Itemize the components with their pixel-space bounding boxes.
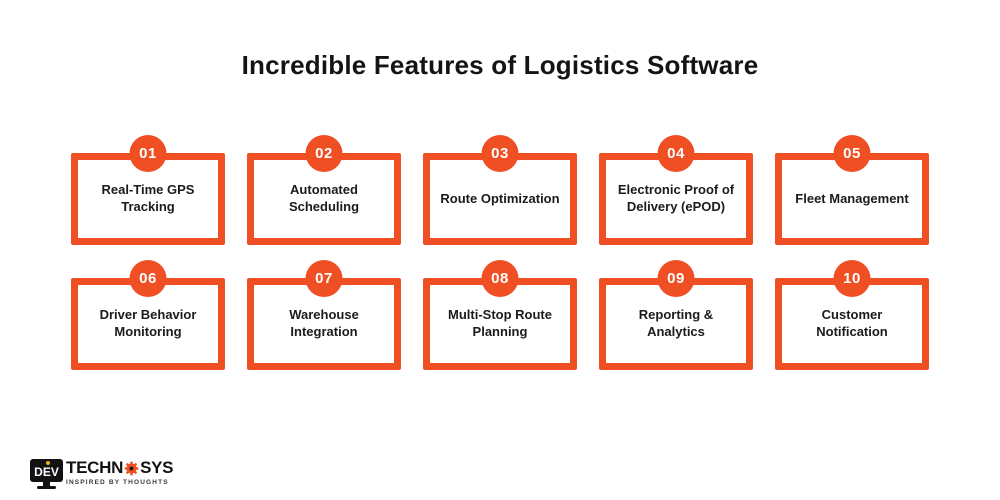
- brand-name-part1: TECHN: [66, 458, 124, 477]
- feature-label: Multi-Stop Route Planning: [448, 307, 552, 339]
- monitor-stand: [43, 482, 50, 486]
- feature-label: Electronic Proof of Delivery (ePOD): [617, 182, 735, 214]
- feature-number-badge: 06: [129, 260, 167, 297]
- feature-label: Reporting & Analytics: [638, 307, 714, 339]
- feature-number-badge: 05: [833, 135, 871, 172]
- brand-tagline: INSPIRED BY THOUGHTS: [66, 478, 169, 486]
- feature-label: Customer Notification: [816, 307, 888, 339]
- brand-text-block: TECHN SYS INSPIRED BY THOUGHTS: [66, 458, 174, 486]
- feature-label: Warehouse Integration: [289, 307, 359, 339]
- feature-label: Driver Behavior Monitoring: [99, 307, 197, 339]
- monitor-icon: DEV: [30, 459, 63, 491]
- feature-label: Route Optimization: [440, 190, 560, 206]
- brand-logo: DEV TECHN SYS: [30, 458, 174, 491]
- feature-label: Automated Scheduling: [288, 182, 360, 214]
- feature-number-badge: 10: [833, 260, 871, 297]
- gear-icon: [124, 461, 139, 476]
- feature-number-badge: 08: [481, 260, 519, 297]
- monitor-base: [37, 486, 56, 489]
- feature-label: Real-Time GPS Tracking: [101, 182, 195, 214]
- brand-name: TECHN SYS: [66, 458, 174, 478]
- feature-number-badge: 03: [481, 135, 519, 172]
- feature-number-badge: 01: [129, 135, 167, 172]
- logo-monitor-text: DEV: [34, 464, 59, 479]
- page-title: Incredible Features of Logistics Softwar…: [241, 50, 759, 80]
- feature-number-badge: 09: [657, 260, 695, 297]
- feature-number-badge: 02: [305, 135, 343, 172]
- feature-number-badge: 07: [305, 260, 343, 297]
- logo-sun-dot-icon: [46, 461, 50, 465]
- feature-number-badge: 04: [657, 135, 695, 172]
- brand-name-part2: SYS: [140, 458, 174, 477]
- feature-label: Fleet Management: [795, 190, 909, 206]
- monitor-screen: DEV: [30, 459, 63, 482]
